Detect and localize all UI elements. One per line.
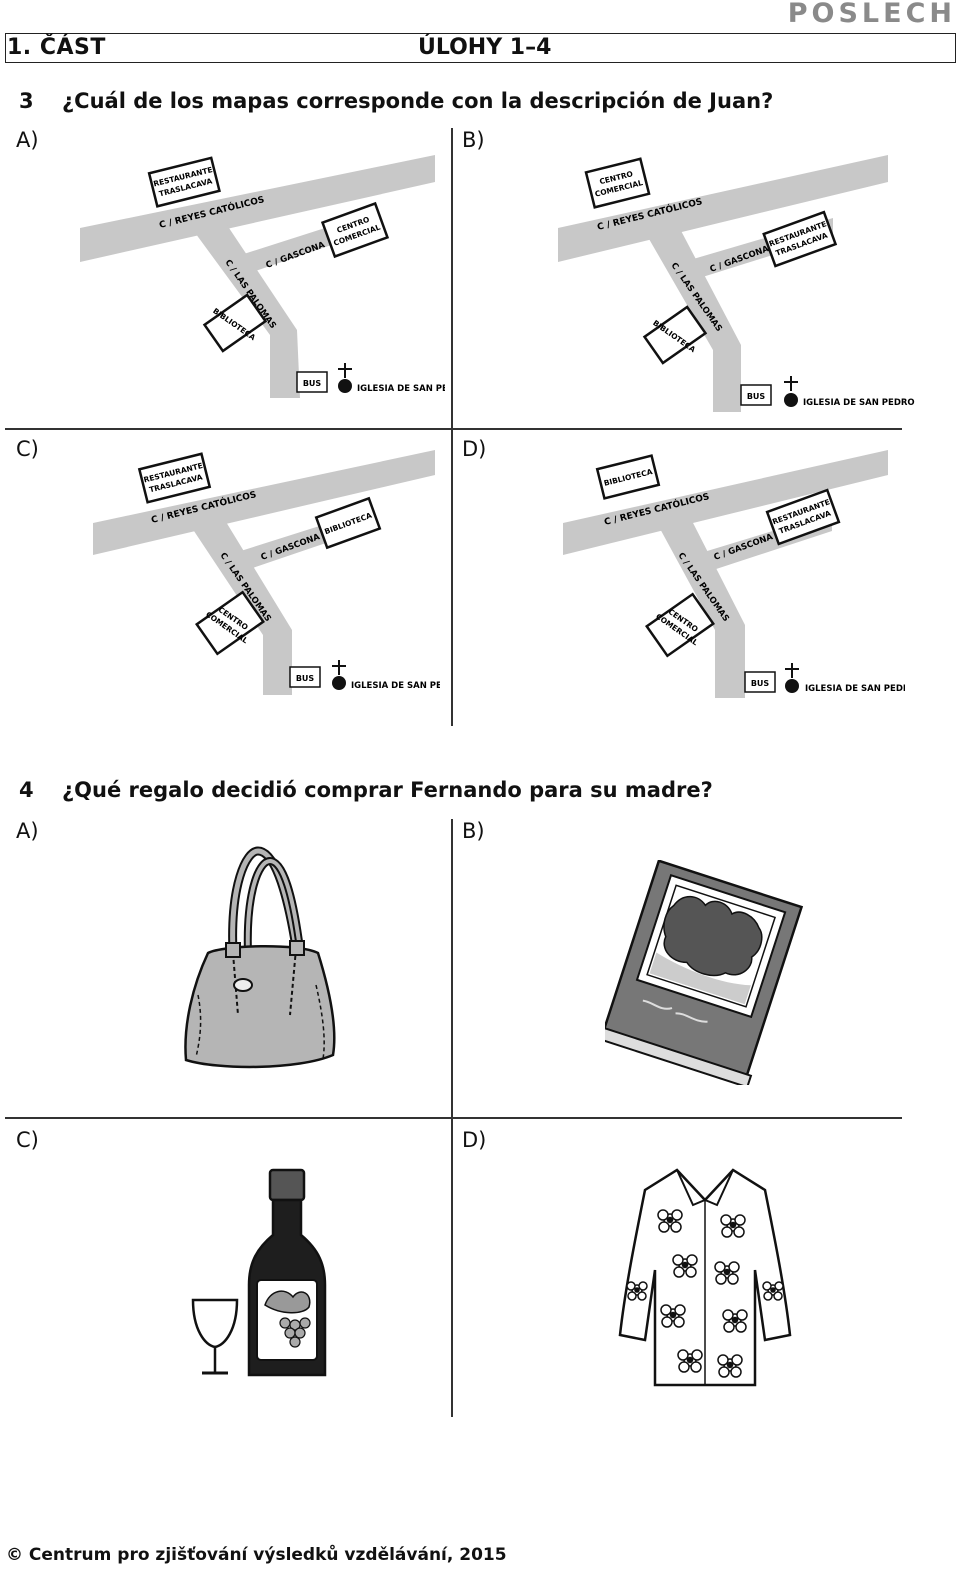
svg-text:IGLESIA DE SAN PEDRO: IGLESIA DE SAN PEDRO xyxy=(351,681,440,691)
q3-option-c-label[interactable]: C) xyxy=(16,437,39,461)
blouse-image[interactable] xyxy=(615,1160,795,1392)
mall-box: CENTRO COMERCIAL xyxy=(320,201,390,259)
section-brand: POSLECH xyxy=(787,0,956,29)
bottle-cap xyxy=(268,1168,306,1202)
mall-box: CENTRO COMERCIAL xyxy=(584,157,651,209)
q4-option-b-label[interactable]: B) xyxy=(462,819,485,843)
church-icon xyxy=(332,676,346,690)
street-main-shape xyxy=(80,155,435,262)
library-box: BIBLIOTECA xyxy=(595,454,661,500)
library-box: BIBLIOTECA xyxy=(202,293,268,353)
wine-glass-icon xyxy=(191,1298,239,1349)
q3-option-b-label[interactable]: B) xyxy=(462,128,485,152)
church-icon xyxy=(338,379,352,393)
question-3-text: ¿Cuál de los mapas corresponde con la de… xyxy=(62,89,774,113)
svg-text:IGLESIA DE SAN PEDRO: IGLESIA DE SAN PEDRO xyxy=(803,398,915,408)
restaurant-box: RESTAURANTE TRASLACAVA xyxy=(147,156,221,208)
bus-stop-box xyxy=(289,666,321,688)
map-d[interactable]: C / REYES CATÓLICOS C / GASCONA C / LAS … xyxy=(560,445,905,703)
restaurant-box: RESTAURANTE TRASLACAVA xyxy=(762,210,838,268)
tasks-title: ÚLOHY 1–4 xyxy=(418,35,552,60)
q4-horizontal-divider xyxy=(5,1117,902,1119)
flower-pattern-icon xyxy=(626,1209,784,1378)
church-icon xyxy=(784,393,798,407)
grape-leaf-icon xyxy=(264,1290,311,1314)
trees-icon xyxy=(663,895,763,977)
mall-box: CENTRO COMERCIAL xyxy=(194,590,266,656)
library-box: BIBLIOTECA xyxy=(642,305,708,365)
photo-album-image[interactable] xyxy=(605,860,815,1085)
map-c[interactable]: C / REYES CATÓLICOS C / GASCONA C / LAS … xyxy=(90,445,440,700)
mall-box: CENTRO COMERCIAL xyxy=(644,592,716,658)
svg-text:IGLESIA DE SAN PEDRO: IGLESIA DE SAN PEDRO xyxy=(805,684,905,694)
question-4-text: ¿Qué regalo decidió comprar Fernando par… xyxy=(62,778,713,802)
svg-text:BUS: BUS xyxy=(747,392,766,401)
bag-clasp xyxy=(233,978,253,992)
q4-option-d-label[interactable]: D) xyxy=(462,1128,487,1152)
q3-option-a-label[interactable]: A) xyxy=(16,128,39,152)
q4-option-c-label[interactable]: C) xyxy=(16,1128,39,1152)
bus-stop-box xyxy=(296,371,328,393)
bus-stop-box xyxy=(740,384,772,406)
bus-stop-box xyxy=(744,671,776,693)
question-4-number: 4 xyxy=(19,778,34,802)
part-title: 1. ČÁST xyxy=(7,35,106,60)
street-vertical-shape xyxy=(193,222,300,398)
map-a[interactable]: C / REYES CATÓLICOS C / GASCONA C / LAS … xyxy=(75,150,445,405)
bus-label: BUS xyxy=(303,379,322,388)
svg-text:BUS: BUS xyxy=(296,674,315,683)
map-b[interactable]: C / REYES CATÓLICOS C / GASCONA C / LAS … xyxy=(553,150,923,415)
church-icon xyxy=(785,679,799,693)
header-bar xyxy=(5,33,956,63)
church-label: IGLESIA DE SAN PEDRO xyxy=(357,384,445,394)
restaurant-box: RESTAURANTE TRASLACAVA xyxy=(765,488,841,546)
restaurant-box: RESTAURANTE TRASLACAVA xyxy=(137,452,212,504)
q3-option-d-label[interactable]: D) xyxy=(462,437,487,461)
q3-vertical-divider xyxy=(451,128,453,726)
handbag-image[interactable] xyxy=(178,845,338,1075)
question-3-number: 3 xyxy=(19,89,34,113)
svg-text:BUS: BUS xyxy=(751,679,770,688)
q4-option-a-label[interactable]: A) xyxy=(16,819,39,843)
bag-body xyxy=(184,944,336,1069)
footer-copyright: © Centrum pro zjišťování výsledků vzdělá… xyxy=(6,1545,507,1565)
q3-horizontal-divider xyxy=(5,428,902,430)
library-box: BIBLIOTECA xyxy=(314,496,382,550)
wine-image[interactable] xyxy=(185,1165,335,1385)
